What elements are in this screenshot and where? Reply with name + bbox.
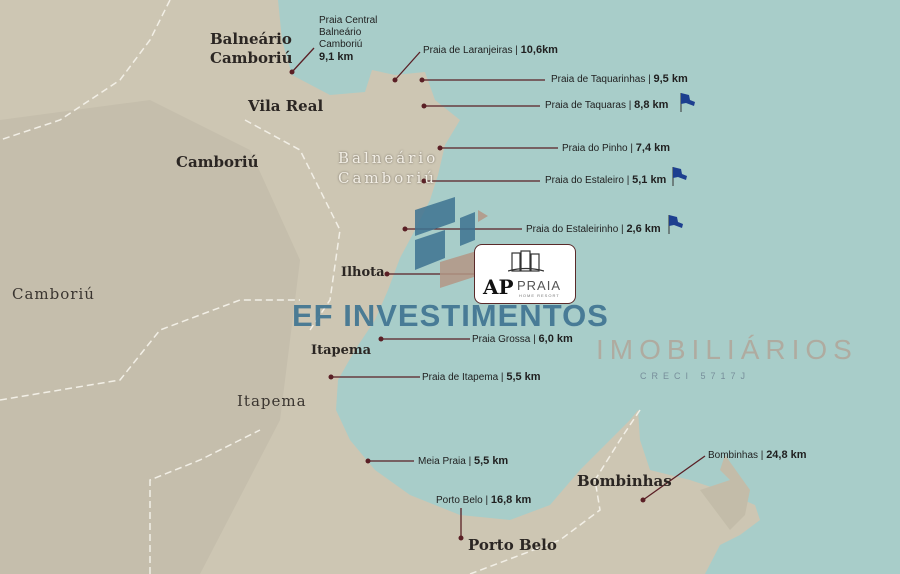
area-itapema: Itapema [237, 392, 307, 410]
blue-flag-icon [672, 167, 687, 186]
beach-label: Meia Praia | 5,5 km [418, 455, 509, 467]
town-porto-belo: Porto Belo [468, 536, 557, 554]
town-ilhota: Ilhota [341, 265, 385, 280]
town-bombinhas: Bombinhas [577, 472, 672, 490]
beach-label: Praia de Laranjeiras | 10,6km [423, 44, 558, 56]
blue-flag-icon [668, 215, 683, 234]
watermark-ef-investimentos: EF INVESTIMENTOS [292, 298, 609, 333]
watermark-imobiliarios: IMOBILIÁRIOS [596, 334, 858, 365]
ef-logo-mark [415, 197, 488, 288]
area-camboriu: Camboriú [12, 285, 95, 303]
town-vila-real: Vila Real [248, 97, 324, 115]
land-shade [0, 100, 300, 574]
beach-label: Praia Grossa | 6,0 km [472, 333, 573, 345]
town-itapema: Itapema [311, 343, 372, 358]
beach-label: Praia de Taquarinhas | 9,5 km [551, 73, 688, 85]
building-icon [508, 250, 544, 272]
location-dots [289, 69, 646, 541]
beach-label: Praia do Estaleirinho | 2,6 km [526, 223, 661, 235]
town-camboriu: Camboriú [176, 153, 259, 171]
beach-label: Praia do Pinho | 7,4 km [562, 142, 671, 154]
boundaries [0, 0, 641, 574]
blue-flag-icon [680, 93, 695, 112]
ap-praia-logo: AP PRAIA HOME RESORT [474, 244, 576, 304]
watermark-creci: CRECI 5717J [640, 371, 751, 381]
logo-brand: AP [483, 275, 514, 299]
beach-label: Praia de Itapema | 5,5 km [422, 371, 541, 383]
bombinhas-peninsula [700, 455, 750, 530]
town-balneario-camboriu: Balneário Camboriú [210, 30, 293, 67]
logo-name: PRAIA [517, 278, 562, 293]
logo-tagline: HOME RESORT [519, 293, 560, 298]
beach-label: Porto Belo | 16,8 km [436, 494, 532, 506]
beach-label: Praia do Estaleiro | 5,1 km [545, 174, 667, 186]
area-balneario-camboriu: Balneário Camboriú [338, 149, 439, 187]
beach-label: Bombinhas | 24,8 km [708, 449, 807, 461]
beach-label: Praia de Taquaras | 8,8 km [545, 99, 669, 111]
